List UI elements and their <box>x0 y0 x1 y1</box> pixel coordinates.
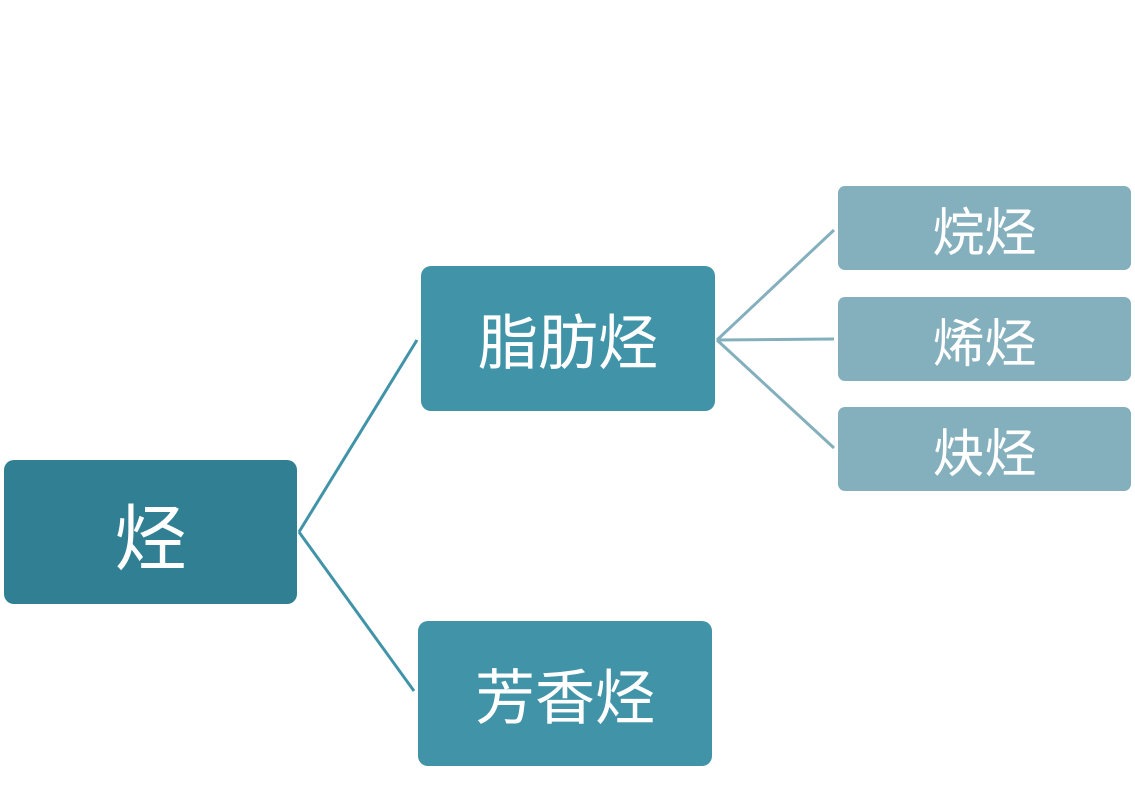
connector-root-aliphatic <box>297 339 419 533</box>
node-alkene: 烯烃 <box>838 297 1131 381</box>
node-aromatic-hydrocarbon: 芳香烃 <box>418 621 712 766</box>
connector-aliphatic-alkane <box>715 228 836 342</box>
node-label: 烯烃 <box>932 314 1037 375</box>
node-alkyne: 炔烃 <box>838 407 1131 491</box>
connector-aliphatic-alkene <box>716 337 835 342</box>
node-label: 芳香烃 <box>475 664 655 734</box>
node-label: 炔烃 <box>932 424 1037 485</box>
node-hydrocarbon: 烃 <box>4 460 297 604</box>
node-aliphatic-hydrocarbon: 脂肪烃 <box>421 266 715 411</box>
node-label: 烷烃 <box>932 203 1037 264</box>
connector-aliphatic-alkyne <box>715 338 836 450</box>
node-alkane: 烷烃 <box>838 186 1131 270</box>
connector-root-aromatic <box>297 531 416 692</box>
node-label: 脂肪烃 <box>478 309 658 379</box>
node-label: 烃 <box>114 496 187 581</box>
